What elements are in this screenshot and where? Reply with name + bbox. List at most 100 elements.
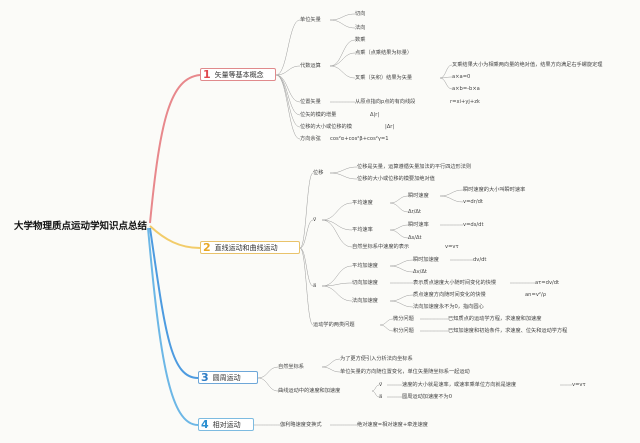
node-average-speed[interactable]: 平均速率 xyxy=(352,227,373,233)
connector-line xyxy=(329,19,356,29)
topic-label: 圆周运动 xyxy=(212,373,241,382)
branch-line-3 xyxy=(149,227,199,379)
connector-line xyxy=(275,19,301,76)
node-avg-speed-formula[interactable]: Δs/Δt xyxy=(408,235,422,241)
connector-line xyxy=(299,247,314,326)
node-displacement-magnitude[interactable]: 位移的大小或位移的模 xyxy=(300,124,352,130)
node-displacement-magnitude-symbol[interactable]: |Δr| xyxy=(385,124,395,130)
node-algebra[interactable]: 代数运算 xyxy=(300,63,321,69)
node-normal-acceleration[interactable]: 法向加速度 xyxy=(352,298,378,304)
branch-line-1 xyxy=(149,74,201,224)
node-natural-coord-velocity[interactable]: 自然坐标系中速度的表示 xyxy=(352,244,410,250)
node-tangential-acceleration[interactable]: 切向加速度 xyxy=(352,280,378,286)
node-average-velocity[interactable]: 平均速度 xyxy=(352,200,373,206)
node-position-desc[interactable]: 从原点指向p点的有向线段 xyxy=(355,99,416,105)
connector-line xyxy=(275,74,301,116)
node-inst-acceleration-formula[interactable]: dv/dt xyxy=(473,257,487,263)
connector-line xyxy=(389,224,409,231)
node-displacement-desc-1[interactable]: 位移是矢量，运算遵循矢量加法的平行四边形法则 xyxy=(357,164,472,170)
topic-relative-motion[interactable]: 4 相对运动 xyxy=(198,418,254,431)
connector-line xyxy=(299,247,314,287)
node-position-vector[interactable]: 位置矢量 xyxy=(300,99,321,105)
connector-line xyxy=(439,76,453,79)
node-cross-desc[interactable]: 叉乘结果大小为相乘两向量的绝对值，结果方向满足右手螺旋定理 xyxy=(452,62,603,68)
node-inst-velocity-desc[interactable]: 瞬时速度的大小叫瞬时速率 xyxy=(463,187,526,193)
topic-label: 直线运动和曲线运动 xyxy=(214,243,278,252)
node-avg-velocity-formula[interactable]: Δr/Δt xyxy=(408,209,422,215)
node-position-modulus-change[interactable]: 位矢的模的增量 xyxy=(300,112,337,118)
node-cross-formula-2[interactable]: a×b=-b×a xyxy=(452,86,480,92)
node-inst-velocity-formula[interactable]: v=dr/dt xyxy=(463,199,483,205)
connector-line xyxy=(329,166,358,174)
node-natural-coord-desc-2[interactable]: 单位矢量的方向随位置变化，单位矢量随坐标系一起运动 xyxy=(340,369,470,375)
connector-line xyxy=(389,294,414,302)
node-acceleration[interactable]: a⃗ xyxy=(313,283,317,289)
connector-line xyxy=(389,202,409,213)
node-average-acceleration[interactable]: 平均加速度 xyxy=(352,263,378,269)
node-circular-velocity[interactable]: v⃗ xyxy=(379,382,383,388)
connector-line xyxy=(389,300,414,308)
connector-line xyxy=(371,384,380,392)
node-displacement[interactable]: 位移 xyxy=(313,170,324,176)
node-direction-cosine-formula[interactable]: cos²α+cos²β+cos²γ=1 xyxy=(330,136,389,142)
node-displacement-desc-2[interactable]: 位移的大小或位移的模要加绝对值 xyxy=(357,176,435,182)
topic-label: 矢量等基本概念 xyxy=(214,70,264,79)
node-integral-desc[interactable]: 已知加速度和初始条件，求速度、位矢和运动学方程 xyxy=(448,328,568,334)
connector-line xyxy=(389,229,409,239)
node-cross-product[interactable]: 叉乘（矢积）结果为矢量 xyxy=(355,75,413,81)
node-scalar-mult[interactable]: 数乘 xyxy=(355,37,366,43)
node-circular-velocity-desc[interactable]: 速度的大小就是速率，或速率乘单位方向就是速度 xyxy=(402,382,517,388)
topic-vector-basics[interactable]: 1 矢量等基本概念 xyxy=(200,68,276,81)
branch-line-2 xyxy=(149,225,201,249)
node-avg-acceleration-formula[interactable]: Δv/Δt xyxy=(413,269,427,275)
connector-line xyxy=(275,74,301,103)
node-galilean-transformation[interactable]: 伽利略速度变换式 xyxy=(280,422,322,428)
connector-line xyxy=(257,377,279,392)
topic-number: 1 xyxy=(203,68,211,81)
connector-line xyxy=(371,390,380,398)
node-circular-acceleration[interactable]: a⃗ xyxy=(379,394,383,400)
node-differential-desc[interactable]: 已知质点的运动学方程，求速度和加速度 xyxy=(448,316,542,322)
node-integral-problem[interactable]: 积分问题 xyxy=(393,328,414,334)
node-curvilinear-velocity-acceleration[interactable]: 曲线运动中的速度和加速度 xyxy=(278,388,341,394)
node-instantaneous-speed[interactable]: 瞬时速率 xyxy=(408,222,429,228)
node-instantaneous-velocity[interactable]: 瞬时速度 xyxy=(408,193,429,199)
node-natural-coord-desc-1[interactable]: 为了更方便引入分析法向坐标系 xyxy=(340,356,413,362)
node-circular-velocity-formula[interactable]: v=vτ xyxy=(572,382,586,388)
connector-line xyxy=(275,65,301,76)
node-natural-velocity-formula[interactable]: v=vτ xyxy=(445,244,459,250)
node-kinematics-problems[interactable]: 运动学的两类问题 xyxy=(313,322,355,328)
topic-circular-motion[interactable]: 3 圆周运动 xyxy=(198,371,258,384)
connector-line xyxy=(329,52,356,67)
connector-line xyxy=(321,219,353,231)
node-instantaneous-acceleration[interactable]: 瞬时加速度 xyxy=(413,257,439,263)
connector-line xyxy=(439,189,464,197)
node-unit-vector[interactable]: 单位矢量 xyxy=(300,17,321,23)
node-circular-acceleration-desc[interactable]: 圆周运动加速度不为0 xyxy=(402,394,452,400)
node-normal-acc-formula[interactable]: an=v²/ρ xyxy=(525,292,547,298)
node-dot-product[interactable]: 点乘（点乘结果为标量） xyxy=(355,50,413,56)
connector-line xyxy=(329,13,356,21)
topic-linear-curvilinear-motion[interactable]: 2 直线运动和曲线运动 xyxy=(200,241,300,254)
node-natural-coordinate-system[interactable]: 自然坐标系 xyxy=(278,364,304,370)
node-normal[interactable]: 法向 xyxy=(355,25,366,31)
connector-line xyxy=(299,172,314,249)
node-direction-cosine[interactable]: 方向余弦 xyxy=(300,136,321,142)
node-tangential-acc-desc[interactable]: 表示质点速度大小随时间变化的快慢 xyxy=(413,280,497,286)
branch-line-4 xyxy=(147,227,199,426)
connector-line xyxy=(389,265,414,273)
node-differential-problem[interactable]: 微分问题 xyxy=(393,316,414,322)
node-inst-speed-formula[interactable]: v=ds/dt xyxy=(463,222,484,228)
node-cross-formula-1[interactable]: a×a=0 xyxy=(452,74,471,80)
node-velocity[interactable]: v⃗ xyxy=(313,217,317,223)
connector-line xyxy=(321,219,353,248)
node-position-modulus-change-symbol[interactable]: Δ|r| xyxy=(370,112,380,118)
connector-line xyxy=(321,282,353,287)
topic-number: 4 xyxy=(201,418,209,431)
node-normal-acc-desc-2[interactable]: 法向加速度永不为0，指向圆心 xyxy=(413,304,484,310)
node-tangential-acc-formula[interactable]: aτ=dv/dt xyxy=(535,280,560,286)
node-position-formula[interactable]: r=xi+yj+zk xyxy=(450,99,480,105)
node-galilean-desc[interactable]: 绝对速度=相对速度+牵连速度 xyxy=(357,422,428,428)
node-tangent[interactable]: 切向 xyxy=(355,11,366,17)
node-normal-acc-desc[interactable]: 质点速度方向随时间变化的快慢 xyxy=(413,292,486,298)
